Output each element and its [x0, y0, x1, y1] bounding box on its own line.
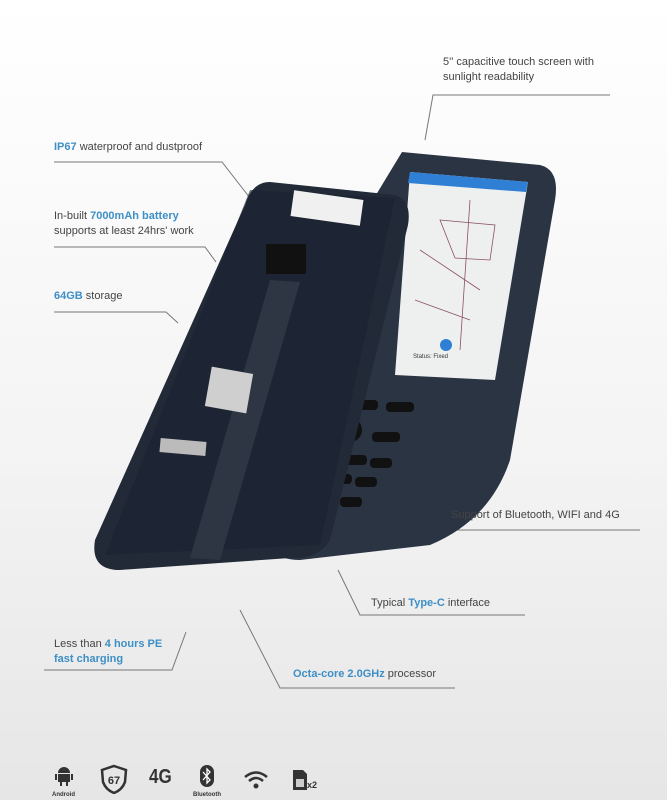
battery-annotation: In-built 7000mAh battery supports at leas…	[54, 209, 194, 239]
screen-status: Status: Fixed	[413, 354, 448, 360]
wifi-icon	[243, 770, 269, 795]
android-icon: Android	[52, 765, 75, 798]
sim-icon: x2	[293, 770, 317, 795]
ip67-annotation: IP67 waterproof and dustproof	[54, 140, 202, 155]
charging-highlight2: fast charging	[54, 653, 124, 665]
typec-text: interface	[444, 597, 491, 609]
storage-highlight: 64GB	[54, 290, 83, 302]
typec-annotation: Typical Type-C interface	[371, 596, 490, 611]
charging-prefix: Less than	[54, 638, 105, 650]
processor-highlight: Octa-core 2.0GHz	[293, 668, 385, 680]
typec-highlight: Type-C	[408, 597, 445, 609]
bluetooth-icon: Bluetooth	[193, 765, 221, 798]
charging-highlight: 4 hours PE	[104, 638, 163, 650]
back-device	[94, 182, 409, 570]
charging-annotation: Less than 4 hours PE fast charging	[54, 637, 162, 667]
ip67-shield-icon: 67	[100, 764, 128, 799]
connectivity-annotation: Support of Bluetooth, WIFI and 4G	[451, 509, 620, 521]
ip67-highlight: IP67	[54, 141, 77, 153]
screen-annotation: 5'' capacitive touch screen with sunligh…	[443, 56, 594, 83]
bluetooth-label: Bluetooth	[193, 792, 221, 798]
storage-annotation: 64GB storage	[54, 289, 123, 304]
4g-icon: 4G	[149, 766, 172, 788]
ip-rating: 67	[108, 775, 120, 787]
battery-text: supports at least 24hrs' work	[54, 225, 194, 237]
typec-prefix: Typical	[371, 597, 409, 609]
processor-annotation: Octa-core 2.0GHz processor	[293, 667, 436, 682]
battery-prefix: In-built	[54, 210, 91, 222]
battery-highlight: 7000mAh battery	[90, 210, 179, 222]
screen	[395, 172, 528, 380]
android-label: Android	[52, 792, 75, 798]
ip67-text: waterproof and dustproof	[76, 141, 202, 153]
sim-count: x2	[307, 780, 318, 790]
storage-text: storage	[82, 290, 123, 302]
processor-text: processor	[384, 668, 437, 680]
